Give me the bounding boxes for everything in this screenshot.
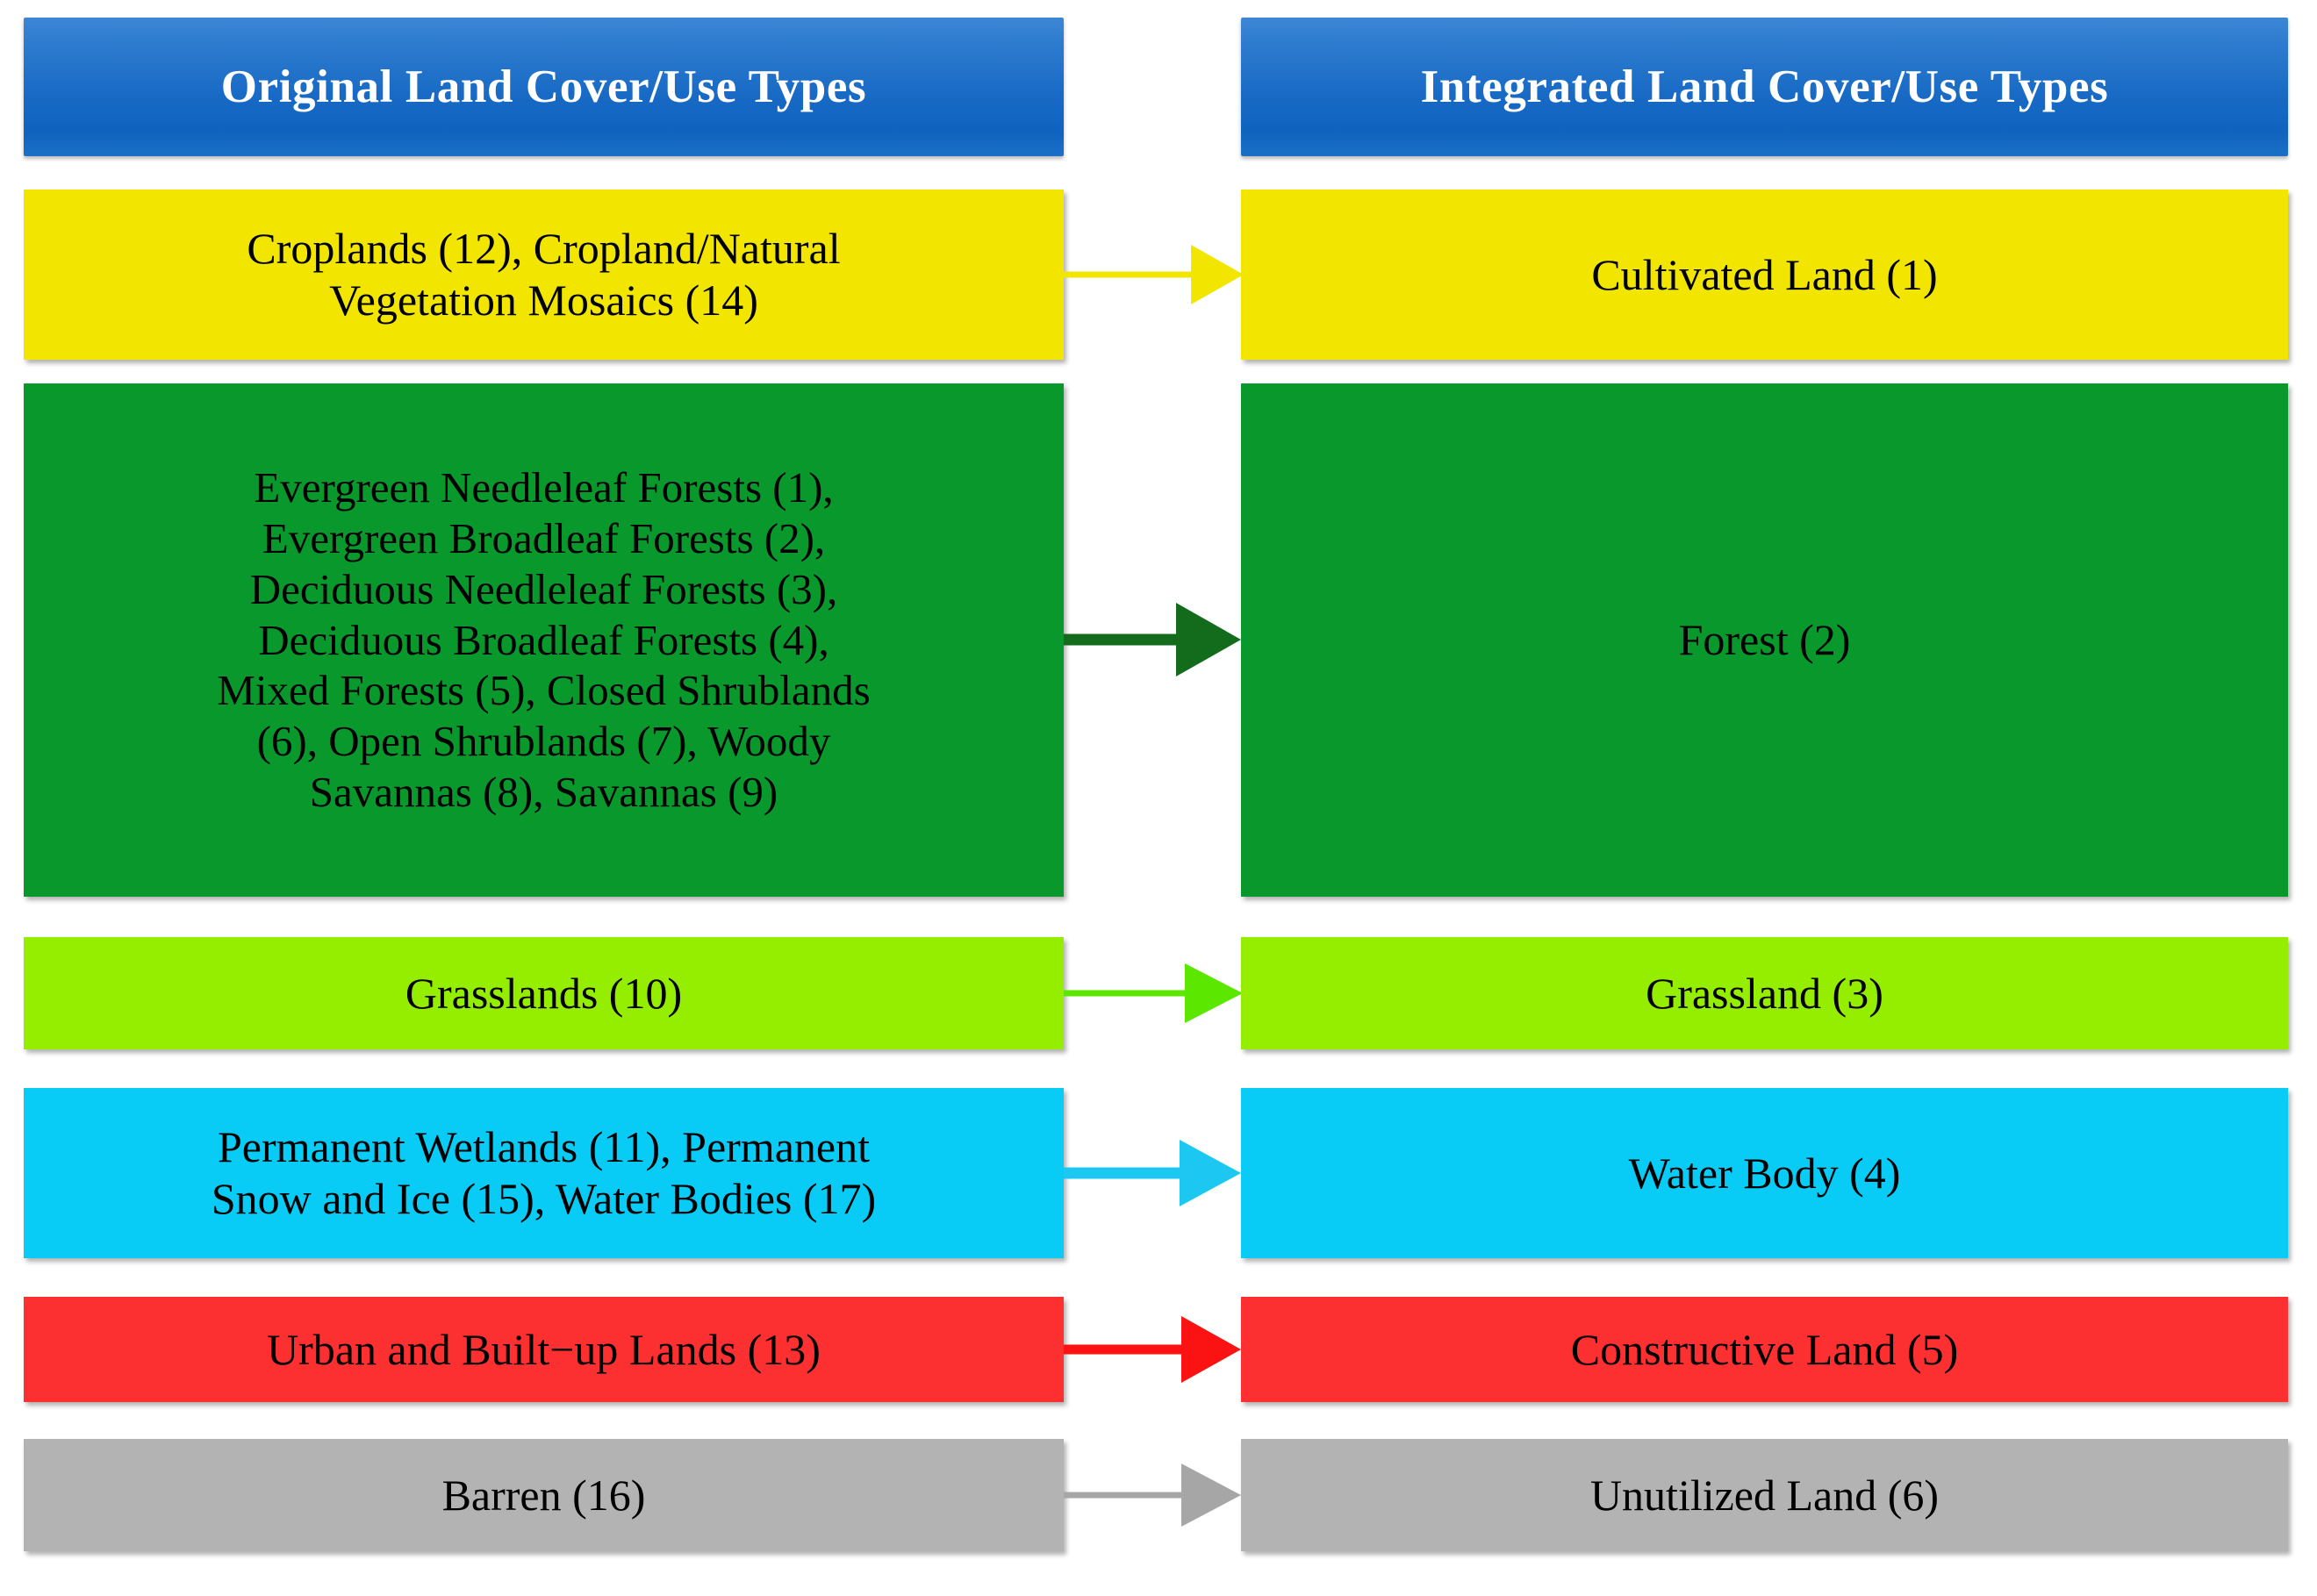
integrated-label-unutilized: Unutilized Land (6) — [1589, 1470, 1940, 1520]
header-integrated-label: Integrated Land Cover/Use Types — [1420, 61, 2109, 112]
header-integrated-land-cover: Integrated Land Cover/Use Types — [1241, 18, 2288, 156]
integrated-box-constructive: Constructive Land (5) — [1241, 1297, 2288, 1402]
integrated-label-grassland: Grassland (3) — [1646, 968, 1883, 1018]
original-label-unutilized: Barren (16) — [441, 1470, 646, 1520]
header-original-land-cover: Original Land Cover/Use Types — [24, 18, 1064, 156]
original-label-forest: Evergreen Needleleaf Forests (1), Evergr… — [217, 463, 871, 817]
original-box-constructive: Urban and Built−up Lands (13) — [24, 1297, 1064, 1402]
integrated-label-forest: Forest (2) — [1678, 615, 1851, 664]
original-label-grassland: Grasslands (10) — [405, 968, 683, 1018]
integrated-label-water: Water Body (4) — [1628, 1148, 1901, 1198]
integrated-box-water: Water Body (4) — [1241, 1088, 2288, 1258]
original-label-constructive: Urban and Built−up Lands (13) — [267, 1324, 821, 1374]
integrated-label-cultivated: Cultivated Land (1) — [1591, 249, 1938, 299]
integrated-label-constructive: Constructive Land (5) — [1570, 1324, 1959, 1374]
original-box-water: Permanent Wetlands (11), Permanent Snow … — [24, 1088, 1064, 1258]
integrated-box-forest: Forest (2) — [1241, 383, 2288, 897]
integrated-box-cultivated: Cultivated Land (1) — [1241, 190, 2288, 360]
original-label-cultivated: Croplands (12), Cropland/Natural Vegetat… — [247, 224, 841, 325]
original-label-water: Permanent Wetlands (11), Permanent Snow … — [211, 1122, 877, 1223]
original-box-forest: Evergreen Needleleaf Forests (1), Evergr… — [24, 383, 1064, 897]
integrated-box-grassland: Grassland (3) — [1241, 937, 2288, 1049]
original-box-cultivated: Croplands (12), Cropland/Natural Vegetat… — [24, 190, 1064, 360]
original-box-grassland: Grasslands (10) — [24, 937, 1064, 1049]
integrated-box-unutilized: Unutilized Land (6) — [1241, 1439, 2288, 1551]
header-original-label: Original Land Cover/Use Types — [220, 61, 867, 112]
original-box-unutilized: Barren (16) — [24, 1439, 1064, 1551]
